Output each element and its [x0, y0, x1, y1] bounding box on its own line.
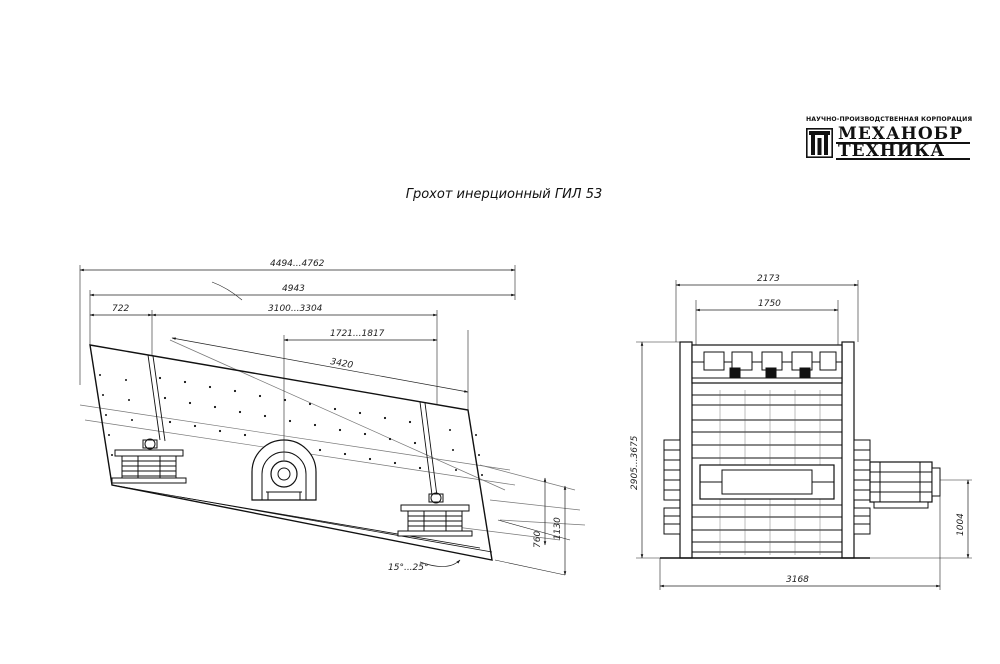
drawing-title: Грохот инерционный ГИЛ 53 [405, 187, 603, 202]
dim-overall-range: 4494...4762 [270, 259, 325, 269]
dim-height-760: 760 [533, 531, 543, 548]
dim-height-1130: 1130 [553, 517, 563, 540]
dim-width-outer: 2173 [757, 274, 780, 284]
logo-underline [836, 158, 970, 160]
corporate-logo-icon [806, 128, 833, 158]
dim-drive-offset: 1721...1817 [330, 329, 385, 339]
deck-beams [692, 394, 842, 553]
end-view [636, 280, 972, 590]
side-view [79, 265, 586, 576]
dim-width-inner: 1750 [758, 299, 781, 309]
end-view-left-springs [663, 439, 681, 535]
left-spring-support [111, 438, 187, 484]
dim-height: 2905...3675 [630, 435, 640, 490]
logo-name-line1: МЕХАНОБР [838, 124, 963, 144]
dim-left: 722 [112, 304, 129, 314]
right-spring-support [397, 492, 473, 537]
logo-caption: НАУЧНО-ПРОИЗВОДСТВЕННАЯ КОРПОРАЦИЯ [806, 116, 973, 123]
dim-motor-height: 1004 [956, 513, 966, 536]
end-view-right-springs [853, 439, 871, 535]
dim-support-spacing: 3100...3304 [268, 304, 323, 314]
dim-base: 3168 [786, 575, 809, 585]
logo-divider [836, 142, 970, 144]
logo-name-line2: ТЕХНИКА [838, 141, 946, 161]
dim-angle: 15°...25° [388, 563, 429, 573]
company-logo: НАУЧНО-ПРОИЗВОДСТВЕННАЯ КОРПОРАЦИЯ МЕХАН… [800, 116, 976, 160]
dim-overall: 4943 [282, 284, 305, 294]
dim-deck-length: 3420 [329, 357, 354, 371]
top-stiffener-brackets [703, 351, 837, 379]
drive-motor [869, 461, 941, 509]
